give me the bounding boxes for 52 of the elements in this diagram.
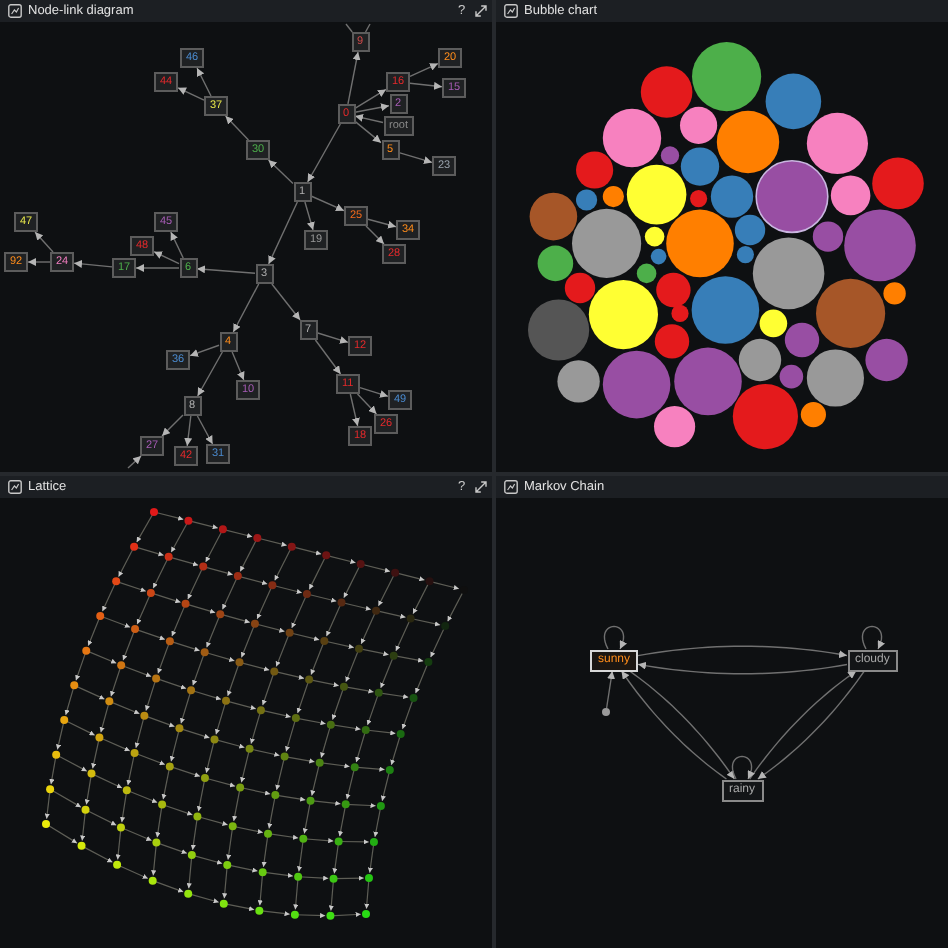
arrow <box>73 259 113 268</box>
arrow <box>224 115 250 141</box>
start-dot <box>602 708 610 716</box>
panel <box>0 0 492 472</box>
arrow <box>637 661 848 675</box>
arrow <box>34 231 54 253</box>
arrow <box>354 103 390 113</box>
arrow <box>310 195 345 212</box>
arrow <box>731 755 756 780</box>
arrow <box>304 201 315 231</box>
arrow <box>196 67 212 97</box>
arrow <box>398 151 433 164</box>
arrow <box>267 201 299 265</box>
arrow <box>267 159 294 185</box>
arrow <box>356 393 378 415</box>
arrow <box>170 231 184 259</box>
panel <box>0 476 492 948</box>
arrow <box>354 88 387 110</box>
arrow <box>637 645 848 659</box>
arrow <box>354 120 382 144</box>
connector-line <box>345 23 353 33</box>
arrow <box>359 387 389 398</box>
arrow <box>196 351 224 397</box>
arrow <box>605 670 616 709</box>
panel <box>496 0 948 472</box>
arrow <box>177 87 205 101</box>
arrow <box>196 415 214 445</box>
arrow <box>314 339 342 375</box>
connector-line <box>364 23 371 33</box>
arrow <box>365 225 385 245</box>
arrow <box>196 265 256 274</box>
arrow <box>231 351 245 381</box>
arrow <box>603 625 628 650</box>
arrow <box>153 251 180 265</box>
arrow <box>409 81 443 90</box>
arrow <box>189 344 220 357</box>
arrow <box>861 625 886 650</box>
arrow <box>306 123 342 183</box>
arrow <box>316 332 349 344</box>
arrow <box>135 264 180 272</box>
arrow <box>127 455 142 469</box>
arrow <box>232 283 260 333</box>
arrow <box>354 114 384 124</box>
arrow <box>347 51 361 105</box>
arrow <box>367 218 397 229</box>
arrow <box>27 258 51 266</box>
arrow <box>349 393 360 427</box>
arrow <box>409 62 439 78</box>
arrow <box>161 414 184 437</box>
panel <box>496 476 948 948</box>
arrow <box>271 283 301 321</box>
arrow <box>184 415 193 447</box>
